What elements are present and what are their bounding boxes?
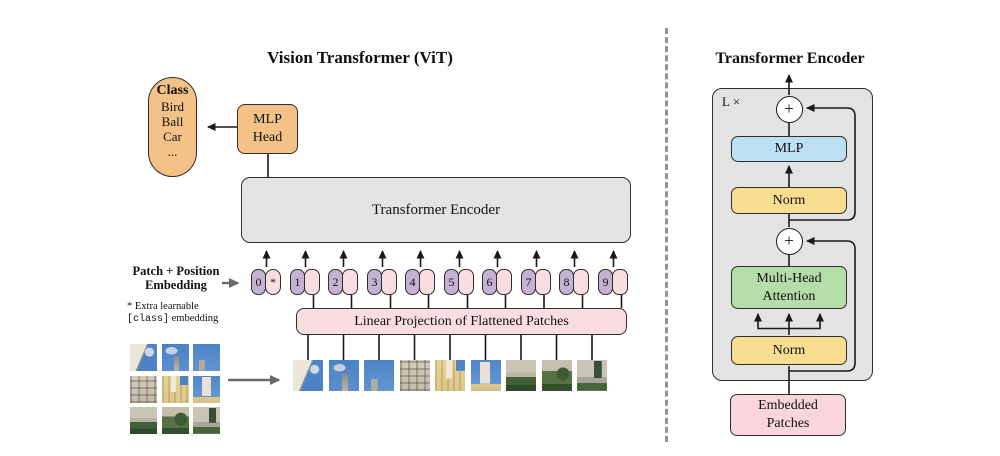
embedded-line2: Patches: [766, 416, 810, 431]
token-pair-5: 5: [444, 269, 474, 295]
class-item: Bird: [160, 99, 185, 114]
patch-position-embedding-label: Patch + Position Embedding: [118, 264, 234, 292]
position-token: 8: [559, 269, 574, 295]
left-panel-title: Vision Transformer (ViT): [267, 48, 453, 67]
linear-projection-box: Linear Projection of Flattened Patches: [296, 308, 627, 335]
grid-patch-5: [161, 375, 189, 403]
patch-token: [612, 269, 628, 295]
token-pair-4: 4: [405, 269, 435, 295]
norm-box-top: Norm: [731, 187, 847, 214]
mlp-head-line1: MLP: [253, 112, 282, 127]
patch-token: [535, 269, 551, 295]
position-token: 6: [482, 269, 497, 295]
embedding-label-line2: Embedding: [145, 278, 207, 292]
image-patch-4: [399, 360, 430, 391]
mlp-head-box: MLP Head: [237, 104, 298, 154]
patch-token: [381, 269, 397, 295]
grid-patch-1: [130, 344, 157, 371]
grid-patch-8: [161, 407, 189, 434]
patch-token: [419, 269, 435, 295]
footnote-class-code: [class]: [127, 314, 170, 325]
multi-head-attention-box: Multi-Head Attention: [731, 266, 847, 309]
image-patch-5: [435, 360, 465, 391]
image-patch-6: [470, 360, 501, 391]
token-pair-2: 2: [328, 269, 358, 295]
embedding-label-line1: Patch + Position: [132, 264, 220, 278]
class-output-pill: Class Bird Ball Car ...: [148, 77, 197, 177]
token-pair-8: 8: [559, 269, 589, 295]
token-pair-0: 0 *: [251, 269, 281, 295]
position-token: 4: [405, 269, 420, 295]
embedded-line1: Embedded: [758, 398, 818, 413]
position-token: 5: [444, 269, 459, 295]
right-panel-title: Transformer Encoder: [715, 50, 865, 67]
residual-add-bottom: +: [775, 227, 803, 255]
layer-count-label: L ×: [722, 94, 741, 109]
grid-patch-9: [193, 407, 220, 434]
patch-token: [496, 269, 512, 295]
class-token-footnote: * Extra learnable [class] embedding: [127, 301, 247, 326]
image-patch-9: [577, 360, 607, 391]
norm-box-bottom: Norm: [731, 336, 847, 365]
token-pair-6: 6: [482, 269, 512, 295]
embedded-patches-box: Embedded Patches: [730, 394, 846, 436]
grid-patch-2: [161, 344, 189, 371]
grid-patch-6: [193, 375, 220, 403]
position-token: 1: [290, 269, 305, 295]
residual-add-top: +: [775, 95, 803, 123]
grid-patch-3: [193, 344, 220, 371]
panel-divider: [665, 28, 668, 442]
attention-line2: Attention: [762, 288, 816, 304]
class-token: *: [265, 269, 281, 295]
position-token: 2: [328, 269, 343, 295]
class-item: Ball: [161, 114, 184, 129]
class-heading: Class: [156, 83, 189, 98]
patch-token: [342, 269, 358, 295]
grid-patch-7: [130, 407, 157, 434]
footnote-rest: embedding: [171, 313, 219, 324]
position-token: 7: [521, 269, 536, 295]
patch-token: [573, 269, 589, 295]
position-token: 3: [367, 269, 382, 295]
transformer-encoder-box: Transformer Encoder: [241, 177, 631, 243]
image-patch-7: [506, 360, 536, 391]
position-token: 0: [251, 269, 266, 295]
footnote-line1: * Extra learnable: [127, 301, 199, 312]
token-pair-3: 3: [367, 269, 397, 295]
token-pair-7: 7: [521, 269, 551, 295]
image-patch-2: [328, 360, 359, 391]
patch-token: [458, 269, 474, 295]
image-patch-8: [541, 360, 572, 391]
class-item: ...: [167, 144, 178, 159]
position-token: 9: [598, 269, 613, 295]
grid-patch-4: [130, 375, 157, 403]
attention-line1: Multi-Head: [756, 270, 822, 286]
image-patch-1: [293, 360, 323, 391]
class-item: Car: [163, 129, 182, 144]
token-pair-9: 9: [598, 269, 628, 295]
patch-token: [304, 269, 320, 295]
token-pair-1: 1: [290, 269, 320, 295]
mlp-box: MLP: [731, 136, 847, 162]
image-patch-3: [364, 360, 394, 391]
mlp-head-line2: Head: [252, 130, 283, 145]
